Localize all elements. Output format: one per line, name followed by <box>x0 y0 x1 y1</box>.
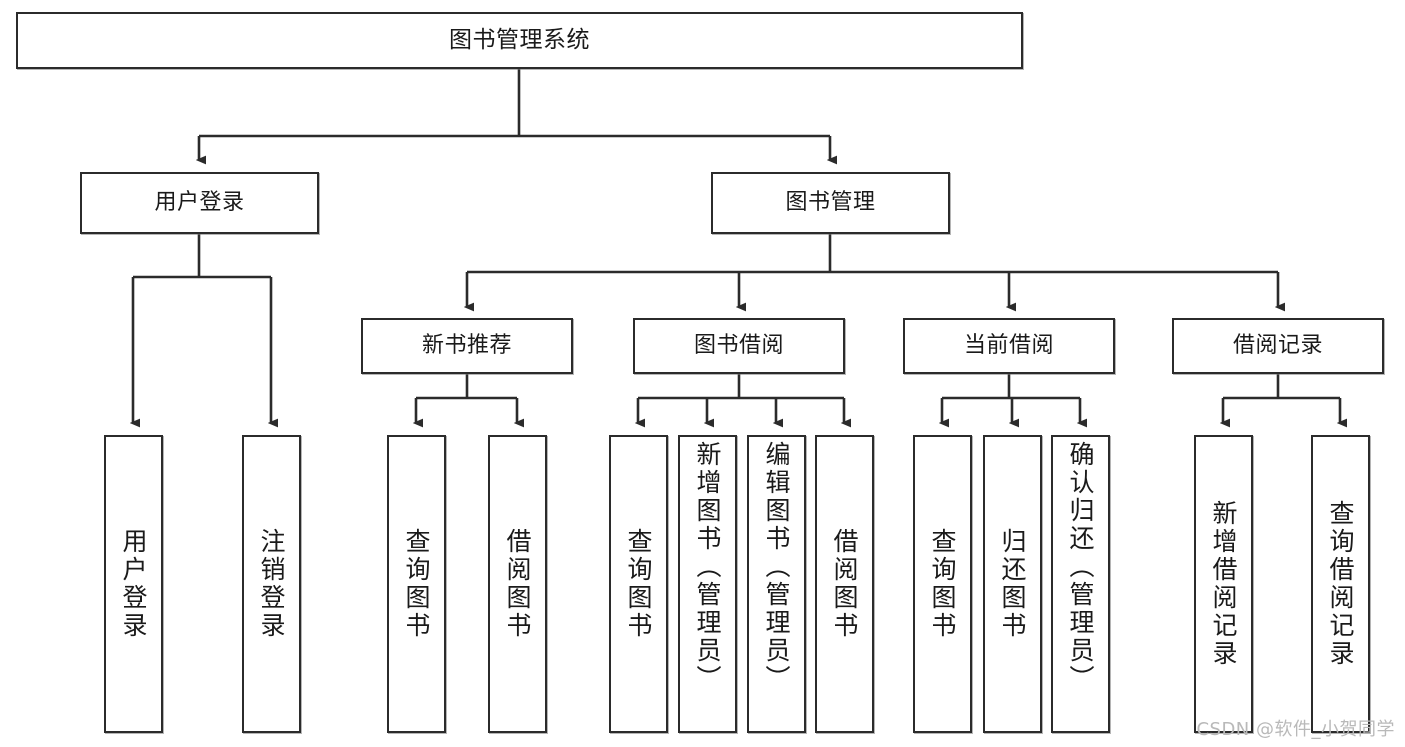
node-book-management[interactable]: 图书管理 <box>711 172 950 234</box>
leaf-query-book-recommend[interactable]: 查询图书 <box>387 435 446 733</box>
leaf-query-book-current-label: 查询图书 <box>928 528 957 640</box>
leaf-user-login[interactable]: 用户登录 <box>104 435 163 733</box>
leaf-query-borrow-record[interactable]: 查询借阅记录 <box>1311 435 1370 733</box>
leaf-return-book-label: 归还图书 <box>998 528 1027 640</box>
node-root-label: 图书管理系统 <box>449 26 590 53</box>
leaf-user-logout-label: 注销登录 <box>257 528 286 640</box>
leaf-return-book[interactable]: 归还图书 <box>983 435 1042 733</box>
leaf-add-borrow-record[interactable]: 新增借阅记录 <box>1194 435 1253 733</box>
leaf-query-borrow-record-label: 查询借阅记录 <box>1326 500 1355 668</box>
node-borrow-record-label: 借阅记录 <box>1232 333 1323 359</box>
node-book-borrow-label: 图书借阅 <box>693 333 784 359</box>
leaf-query-book-borrow-label: 查询图书 <box>624 528 653 640</box>
leaf-add-book-admin-label: 新增图书（管理员） <box>693 441 722 693</box>
leaf-borrow-book-borrow[interactable]: 借阅图书 <box>815 435 874 733</box>
leaf-query-book-current[interactable]: 查询图书 <box>913 435 972 733</box>
leaf-borrow-book-borrow-label: 借阅图书 <box>830 528 859 640</box>
leaf-add-book-admin[interactable]: 新增图书（管理员） <box>678 435 737 733</box>
node-new-book-recommend-label: 新书推荐 <box>421 333 512 359</box>
leaf-confirm-return-admin-label: 确认归还（管理员） <box>1066 441 1095 693</box>
leaf-user-logout[interactable]: 注销登录 <box>242 435 301 733</box>
node-user-login-label: 用户登录 <box>154 190 245 216</box>
node-current-borrow[interactable]: 当前借阅 <box>903 318 1115 374</box>
leaf-query-book-borrow[interactable]: 查询图书 <box>609 435 668 733</box>
node-new-book-recommend[interactable]: 新书推荐 <box>361 318 573 374</box>
leaf-edit-book-admin[interactable]: 编辑图书（管理员） <box>747 435 806 733</box>
leaf-borrow-book-recommend[interactable]: 借阅图书 <box>488 435 547 733</box>
node-book-borrow[interactable]: 图书借阅 <box>633 318 845 374</box>
node-root[interactable]: 图书管理系统 <box>16 12 1023 69</box>
leaf-add-borrow-record-label: 新增借阅记录 <box>1209 500 1238 668</box>
csdn-watermark: CSDN @软件_小贺同学 <box>1196 719 1395 740</box>
node-book-management-label: 图书管理 <box>785 190 876 216</box>
leaf-user-login-label: 用户登录 <box>119 528 148 640</box>
leaf-borrow-book-recommend-label: 借阅图书 <box>503 528 532 640</box>
leaf-edit-book-admin-label: 编辑图书（管理员） <box>762 441 791 693</box>
leaf-confirm-return-admin[interactable]: 确认归还（管理员） <box>1051 435 1110 733</box>
leaf-query-book-recommend-label: 查询图书 <box>402 528 431 640</box>
node-borrow-record[interactable]: 借阅记录 <box>1172 318 1384 374</box>
node-user-login[interactable]: 用户登录 <box>80 172 319 234</box>
node-current-borrow-label: 当前借阅 <box>963 333 1054 359</box>
